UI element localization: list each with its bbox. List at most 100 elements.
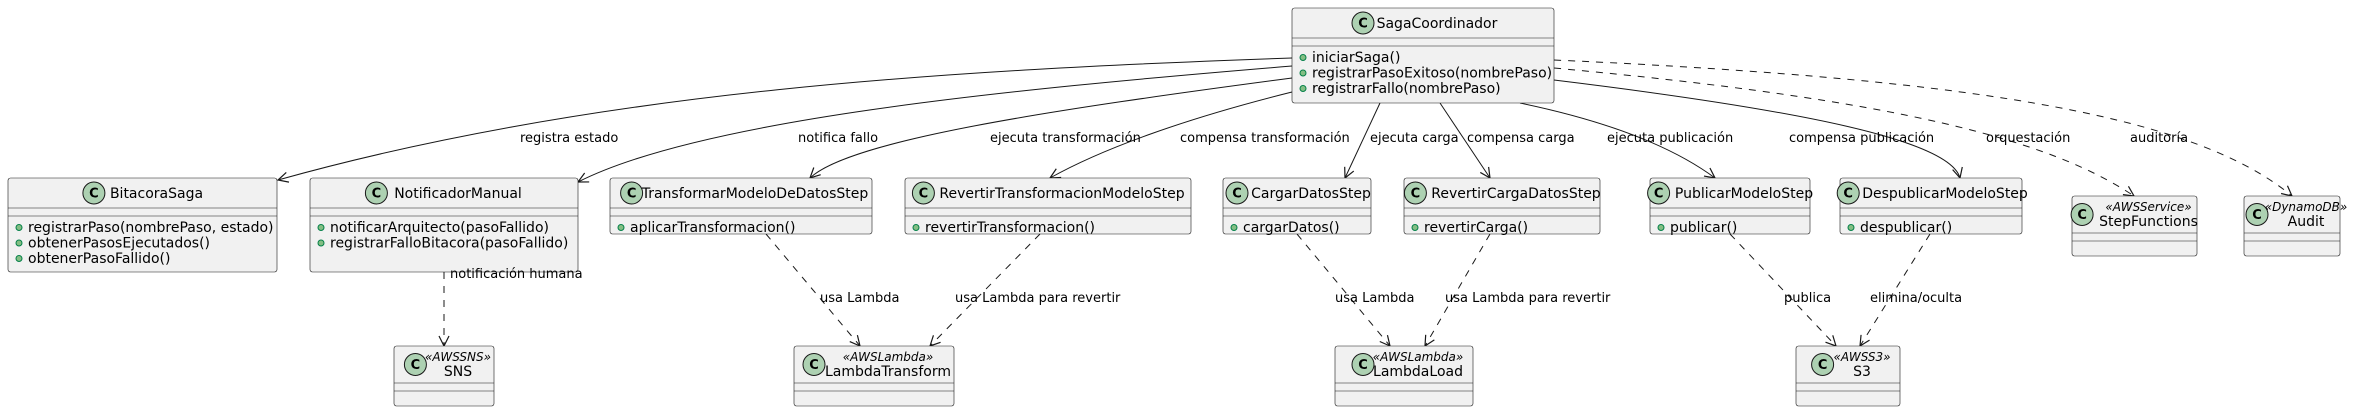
relation-saga-cargar	[1345, 102, 1381, 178]
relation-saga-stepfunctions	[1553, 67, 2134, 196]
class-stereotype: «AWSLambda»	[1373, 350, 1464, 364]
class-icon	[802, 353, 826, 376]
relation-label: usa Lambda	[1335, 291, 1414, 306]
relation-label: elimina/oculta	[1870, 291, 1962, 306]
relation-saga-audit	[1553, 59, 2292, 196]
relation-label: compensa carga	[1467, 131, 1575, 146]
relation-publicar-s3	[1729, 233, 1836, 346]
class-icon-glyph: C	[1411, 187, 1421, 202]
relation-saga-revertirCarga	[1439, 102, 1490, 178]
class-sns[interactable]: C«AWSSNS»SNS	[393, 345, 495, 407]
class-audit[interactable]: C«DynamoDB»Audit	[2243, 195, 2348, 257]
class-stereotype: «DynamoDB»	[2265, 200, 2348, 214]
relation-label: orquestación	[1986, 131, 2070, 146]
class-name: SagaCoordinador	[1377, 16, 1498, 32]
public-visibility-icon	[1299, 85, 1307, 92]
relation-label: ejecuta carga	[1370, 131, 1459, 146]
class-icon-glyph: C	[1818, 358, 1828, 373]
class-icon	[911, 181, 935, 205]
class-icon	[2245, 203, 2269, 226]
class-icon	[2070, 203, 2094, 226]
public-visibility-icon	[1299, 54, 1307, 61]
class-stereotype: «AWSS3»	[1833, 350, 1890, 364]
class-member: registrarPaso(nombrePaso, estado)	[28, 220, 274, 236]
class-member: registrarFallo(nombrePaso)	[1312, 81, 1501, 97]
class-name: CargarDatosStep	[1251, 186, 1371, 202]
public-visibility-icon	[617, 224, 625, 231]
class-member: revertirCarga()	[1424, 220, 1528, 236]
public-visibility-icon	[15, 239, 23, 247]
class-publicar[interactable]: C PublicarModeloStep publicar()	[1647, 177, 1814, 236]
class-member: notificarArquitecto(pasoFallido)	[330, 220, 549, 236]
relation-label: usa Lambda para revertir	[1445, 291, 1611, 306]
class-icon	[1403, 181, 1427, 205]
class-icon	[1351, 353, 1375, 376]
class-name: StepFunctions	[2099, 214, 2198, 230]
class-member: obtenerPasoFallido()	[28, 251, 170, 267]
class-icon	[1836, 181, 1860, 205]
relation-saga-bitacora	[278, 57, 1293, 180]
class-icon	[1225, 181, 1249, 205]
class-icon	[1811, 353, 1835, 376]
public-visibility-icon	[1657, 224, 1665, 231]
relation-label: usa Lambda	[820, 291, 899, 306]
class-s3[interactable]: C «AWSS3»S3	[1795, 345, 1901, 407]
class-name: RevertirCargaDatosStep	[1431, 186, 1601, 202]
class-name: LambdaTransform	[825, 364, 951, 380]
public-visibility-icon	[1230, 224, 1238, 231]
class-icon-glyph: C	[1654, 187, 1664, 202]
class-icon-glyph: C	[1358, 358, 1368, 373]
relation-despublicar-s3	[1860, 233, 1931, 346]
class-icon	[620, 181, 644, 205]
class-member: cargarDatos()	[1243, 220, 1340, 236]
class-icon-glyph: C	[89, 187, 99, 202]
class-name: S3	[1853, 364, 1871, 380]
class-icon	[364, 181, 388, 205]
relation-cargar-lambdaLoad	[1296, 233, 1390, 346]
class-lambdaTransform[interactable]: C «AWSLambda»LambdaTransform	[793, 345, 955, 407]
class-name: SNS	[444, 364, 472, 380]
class-name: PublicarModeloStep	[1675, 186, 1813, 202]
class-icon	[82, 181, 106, 205]
class-name: RevertirTransformacionModeloStep	[939, 186, 1184, 202]
class-stereotype: «AWSLambda»	[843, 350, 934, 364]
public-visibility-icon	[1411, 224, 1419, 231]
relation-saga-transformar	[810, 77, 1293, 178]
relation-label: notifica fallo	[798, 131, 878, 146]
class-lambdaLoad[interactable]: C«AWSLambda»LambdaLoad	[1334, 345, 1474, 407]
class-name: NotificadorManual	[394, 186, 522, 202]
relation-label: ejecuta publicación	[1607, 131, 1733, 146]
class-icon-glyph: C	[809, 358, 819, 373]
public-visibility-icon	[1847, 224, 1855, 231]
class-icon-glyph: C	[1843, 187, 1853, 202]
relation-label: publica	[1784, 291, 1831, 306]
relation-label: registra estado	[520, 131, 618, 146]
class-name: Audit	[2288, 214, 2325, 230]
public-visibility-icon	[1299, 69, 1307, 77]
class-stepfunctions[interactable]: C«AWSService»StepFunctions	[2070, 195, 2198, 257]
class-icon	[1647, 181, 1671, 205]
public-visibility-icon	[912, 224, 920, 231]
class-member: revertirTransformacion()	[925, 220, 1095, 236]
class-member: iniciarSaga()	[1312, 50, 1400, 66]
relation-saga-despublicar	[1553, 79, 1960, 178]
public-visibility-icon	[15, 255, 23, 262]
class-member: registrarFalloBitacora(pasoFallido)	[330, 236, 568, 252]
public-visibility-icon	[317, 224, 325, 231]
relation-revertirCarga-lambdaLoad	[1425, 233, 1491, 346]
class-icon	[1351, 11, 1375, 35]
class-member: despublicar()	[1860, 220, 1952, 236]
public-visibility-icon	[317, 239, 325, 247]
class-member: publicar()	[1670, 220, 1737, 236]
class-icon	[403, 353, 427, 376]
relation-label: usa Lambda para revertir	[955, 291, 1121, 306]
class-revertirCarga[interactable]: C RevertirCargaDatosStep revertirCarga()	[1403, 177, 1601, 236]
